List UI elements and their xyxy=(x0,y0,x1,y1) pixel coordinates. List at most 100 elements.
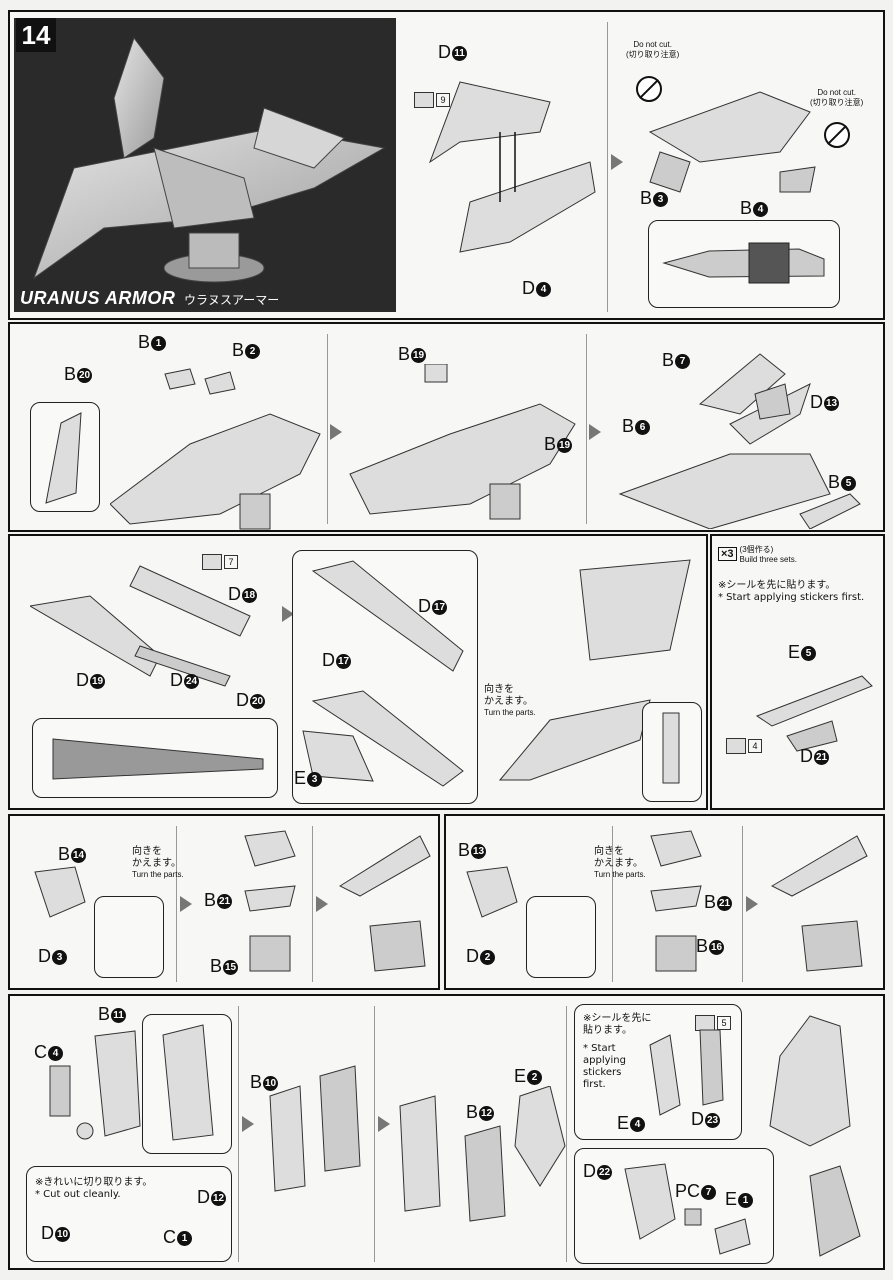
blade-subassembly xyxy=(302,560,464,787)
claw-assembly xyxy=(770,835,868,972)
hero-image: 14 URANUS ARMOR ウラヌスアーマー xyxy=(14,18,396,312)
detail-part xyxy=(662,242,825,284)
leg-parts xyxy=(49,1030,141,1140)
final-assembly xyxy=(498,559,691,781)
hero-title: URANUS ARMOR xyxy=(20,288,176,308)
hero-subtitle: ウラヌスアーマー xyxy=(184,293,280,307)
blade-e5 xyxy=(755,675,873,727)
part-b13 xyxy=(466,866,518,918)
note-do-not-cut-2: Do not cut.(切り取り注意) xyxy=(810,88,864,107)
note-sticker-first: ※シールを先に貼ります。* Start applying stickers fi… xyxy=(718,580,865,603)
frame-assembly xyxy=(110,368,321,530)
step-arrow xyxy=(378,1116,390,1132)
uranus-armor-render xyxy=(32,36,386,283)
detail-box xyxy=(642,702,702,802)
frame-assembly xyxy=(349,364,576,520)
step-arrow xyxy=(589,424,601,440)
detail-box xyxy=(142,1014,232,1154)
divider xyxy=(374,1006,375,1262)
step-arrow xyxy=(282,606,294,622)
part-b14 xyxy=(34,866,86,918)
detail-box xyxy=(526,896,596,978)
note-sticker-first: ※シールを先に貼ります。 xyxy=(583,1013,652,1036)
frame-assembly xyxy=(648,91,816,193)
step-arrow xyxy=(316,896,328,912)
part-stack xyxy=(244,830,296,972)
note-turn-parts: 向きをかえます。Turn the parts. xyxy=(484,684,536,717)
claw-assembly xyxy=(338,835,431,972)
sticker-parts xyxy=(649,1029,724,1116)
step-arrow xyxy=(242,1116,254,1132)
sticker-ref-4: 4 xyxy=(726,738,762,754)
subassembly-box xyxy=(292,550,478,804)
step-arrow xyxy=(611,154,623,170)
detail-box xyxy=(30,402,100,512)
divider xyxy=(612,826,613,982)
divider xyxy=(327,334,328,524)
wing-assembly xyxy=(618,353,861,529)
note-do-not-cut-1: Do not cut.(切り取り注意) xyxy=(626,40,680,59)
divider xyxy=(238,1006,239,1262)
note-turn-parts: 向きをかえます。Turn the parts. xyxy=(132,846,184,879)
no-cut-icon xyxy=(824,122,850,148)
step-arrow xyxy=(746,896,758,912)
build-three-sets: ×3 (3個作る)Build three sets. xyxy=(718,544,797,564)
note-cut-cleanly: ※きれいに切り取ります。* Cut out cleanly. xyxy=(35,1177,153,1200)
part-d21 xyxy=(786,720,838,752)
step-panel-3b: ×3 (3個作る)Build three sets. ※シールを先に貼ります。*… xyxy=(710,534,885,810)
divider xyxy=(742,826,743,982)
sticker-ref-7: 7 xyxy=(202,554,238,570)
hip-parts xyxy=(624,1163,751,1255)
note-turn-parts: 向きをかえます。Turn the parts. xyxy=(594,846,646,879)
detail-box xyxy=(94,896,164,978)
detail-box xyxy=(32,718,278,798)
step-arrow xyxy=(180,896,192,912)
sticker-ref-5: 5 xyxy=(695,1015,731,1031)
part-stack xyxy=(650,830,702,972)
step-panel-1: 14 14 URANUS ARMOR ウラヌスアーマー 9 D11 D4 D xyxy=(8,10,885,320)
divider xyxy=(586,334,587,524)
divider xyxy=(312,826,313,982)
